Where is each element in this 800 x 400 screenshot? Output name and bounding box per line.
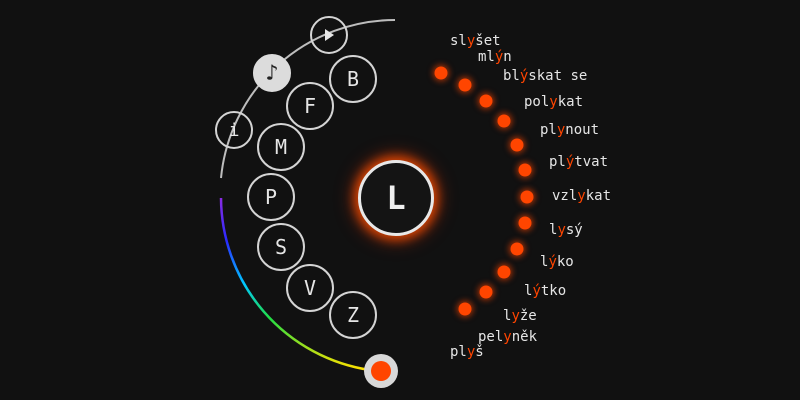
word-item[interactable]: blýskat se [503, 68, 587, 84]
word-suffix: tvat [574, 154, 609, 170]
word-suffix: ko [556, 254, 574, 270]
word-item[interactable]: vzlykat [552, 188, 611, 204]
word-highlight: y [549, 94, 558, 110]
word-highlight: y [557, 222, 566, 238]
word-prefix: l [503, 308, 512, 324]
music-note-icon: ♪ [265, 60, 279, 86]
progress-handle-dot [371, 361, 391, 381]
info-button[interactable]: i [215, 111, 253, 149]
word-suffix: že [519, 308, 537, 324]
word-highlight: y [503, 329, 512, 345]
letter-label: B [346, 67, 360, 91]
word-suffix: něk [511, 329, 538, 345]
letter-label: Z [346, 303, 360, 327]
word-item[interactable]: polykat [524, 94, 583, 110]
word-dot[interactable] [520, 190, 534, 204]
play-icon [325, 29, 334, 41]
word-suffix: nout [565, 122, 600, 138]
progress-handle[interactable] [364, 354, 398, 388]
word-highlight: y [556, 122, 566, 138]
word-suffix: šet [475, 33, 501, 49]
word-suffix: n [503, 49, 512, 65]
word-dot[interactable] [518, 216, 532, 230]
letter-button-s[interactable]: S [257, 223, 305, 271]
letter-button-z[interactable]: Z [329, 291, 377, 339]
word-dot[interactable] [510, 242, 524, 256]
word-highlight: y [511, 308, 520, 324]
info-icon: i [228, 119, 240, 141]
word-dot[interactable] [479, 94, 493, 108]
word-prefix: vzl [552, 188, 578, 204]
word-item[interactable]: lysý [549, 222, 583, 238]
arc-progress [219, 197, 371, 372]
word-suffix: š [475, 344, 484, 360]
word-prefix: bl [503, 68, 520, 84]
word-dot[interactable] [518, 163, 532, 177]
word-item[interactable]: mlýn [478, 49, 512, 65]
word-highlight: ý [494, 49, 504, 65]
word-highlight: y [577, 188, 586, 204]
sound-button[interactable]: ♪ [253, 54, 291, 92]
word-item[interactable]: lýko [540, 254, 574, 270]
word-dot[interactable] [510, 138, 524, 152]
letter-button-p[interactable]: P [247, 173, 295, 221]
word-prefix: pel [478, 329, 504, 345]
letter-label: S [274, 235, 288, 259]
word-suffix: tko [540, 283, 567, 299]
word-dot[interactable] [458, 78, 472, 92]
word-prefix: pl [549, 154, 566, 170]
letter-button-v[interactable]: V [286, 264, 334, 312]
word-suffix: sý [565, 222, 583, 238]
letter-label: F [303, 94, 317, 118]
letter-button-m[interactable]: M [257, 123, 305, 171]
center-letter-label: L [386, 179, 406, 217]
word-highlight: y [466, 33, 476, 49]
word-prefix: pl [540, 122, 557, 138]
word-prefix: sl [450, 33, 467, 49]
word-item[interactable]: lyže [503, 308, 537, 324]
play-button[interactable] [310, 16, 348, 54]
word-item[interactable]: lýtko [524, 283, 566, 299]
center-letter-button[interactable]: L [358, 160, 434, 236]
word-prefix: l [549, 222, 558, 238]
word-dot[interactable] [497, 265, 511, 279]
word-item[interactable]: plynout [540, 122, 599, 138]
word-highlight: ý [532, 283, 541, 299]
letter-label: P [264, 185, 278, 209]
word-highlight: ý [565, 154, 575, 170]
letter-button-b[interactable]: B [329, 55, 377, 103]
letter-label: M [274, 135, 288, 159]
word-prefix: l [524, 283, 533, 299]
word-highlight: ý [548, 254, 557, 270]
word-highlight: ý [519, 68, 529, 84]
word-prefix: pol [524, 94, 550, 110]
word-suffix: kat [557, 94, 584, 110]
word-dot[interactable] [497, 114, 511, 128]
letter-button-f[interactable]: F [286, 82, 334, 130]
word-item[interactable]: plyš [450, 344, 484, 360]
word-suffix: skat se [528, 68, 588, 84]
letter-label: V [303, 276, 317, 300]
word-dot[interactable] [479, 285, 493, 299]
word-prefix: pl [450, 344, 467, 360]
word-highlight: y [466, 344, 476, 360]
word-prefix: ml [478, 49, 495, 65]
word-prefix: l [540, 254, 549, 270]
word-item[interactable]: plýtvat [549, 154, 608, 170]
word-dot[interactable] [434, 66, 448, 80]
word-item[interactable]: pelyněk [478, 329, 537, 345]
word-suffix: kat [585, 188, 612, 204]
word-dot[interactable] [458, 302, 472, 316]
word-item[interactable]: slyšet [450, 33, 501, 49]
